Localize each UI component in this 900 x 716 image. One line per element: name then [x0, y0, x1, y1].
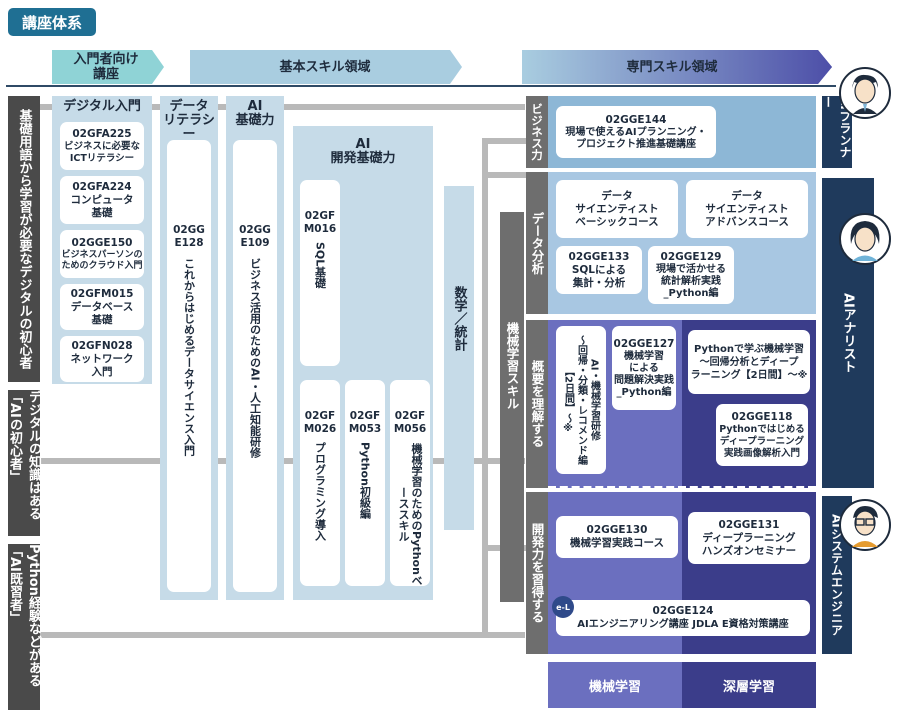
ml-skill-bar: 機械学習スキル	[500, 212, 524, 602]
course-card[interactable]: 02GFA225 ビジネスに必要な ICTリテラシー	[60, 122, 144, 170]
course-card-python-dl[interactable]: Pythonで学ぶ機械学習 〜回帰分析とディープ ラーニング【2日間】〜※	[688, 330, 810, 394]
tab-ai-experienced: Python経験などがある「AI既習者」	[7, 544, 41, 710]
connector-line	[482, 172, 526, 178]
course-card[interactable]: 02GGE150 ビジネスパーソンの ためのクラウド入門	[60, 230, 144, 278]
course-card-e130[interactable]: 02GGE130 機械学習実践コース	[556, 516, 678, 558]
connector-line	[482, 138, 526, 144]
header-divider	[6, 85, 836, 87]
page-title: 講座体系	[8, 8, 96, 36]
ai-dev-title: AI 開発基礎力	[330, 137, 396, 166]
dev-label: 開発力を習得する	[526, 492, 548, 654]
engineer-avatar-icon	[839, 499, 891, 551]
course-card-m026[interactable]: 02GF M026 プログラミング導入	[300, 380, 340, 586]
course-card-ai-ml[interactable]: AI・機械学習研修 〜回帰・分類・レコメンド編 【2日間】〜※	[556, 326, 606, 474]
business-label: ビジネス力	[526, 96, 548, 168]
specialist-header: 専門スキル領域	[626, 59, 718, 75]
ml-footer: 機械学習	[548, 662, 682, 708]
course-card[interactable]: 02GFA224 コンピュータ 基礎	[60, 176, 144, 224]
course-card-m053[interactable]: 02GF M053 Python初級編	[345, 380, 385, 586]
data-analysis-label: データ分析	[526, 172, 548, 314]
basic-header-arrow	[190, 50, 462, 84]
course-card-e128[interactable]: 02GG E128 これからはじめるデータサイエンス入門	[167, 140, 211, 592]
tab-beginner: 基礎用語から学習が必要なデジタルの初心者	[8, 96, 40, 382]
tab-ai-beginner: デジタルの知識はある「AIの初心者」	[7, 390, 41, 536]
math-stats-bar: 数学／統計	[444, 186, 474, 530]
entry-header: 入門者向け 講座	[73, 52, 139, 82]
entry-header-arrow	[52, 50, 164, 84]
course-card-e127[interactable]: 02GGE127 機械学習 による 問題解決実践 _Python編	[612, 326, 676, 410]
section-divider	[548, 486, 816, 490]
course-card-e109[interactable]: 02GG E109 ビジネス活用のためのAI・人工知能研修	[233, 140, 277, 592]
data-literacy-title: データ リテラシー	[163, 99, 215, 142]
course-card-e144[interactable]: 02GGE144 現場で使えるAIプランニング・ プロジェクト推進基礎講座	[556, 106, 716, 158]
planner-avatar-icon	[839, 67, 891, 119]
connector-line	[40, 632, 525, 638]
connector-line	[482, 138, 488, 638]
course-card-e133[interactable]: 02GGE133 SQLによる 集計・分析	[556, 246, 642, 294]
elearning-badge: e-L	[552, 596, 574, 618]
dl-footer: 深層学習	[682, 662, 816, 708]
course-card-e129[interactable]: 02GGE129 現場で活かせる 統計解析実践 _Python編	[648, 246, 734, 304]
analyst-avatar-icon	[839, 213, 891, 265]
overview-label: 概要を理解する	[526, 320, 548, 488]
header-arrows	[52, 50, 832, 84]
basic-header: 基本スキル領域	[279, 59, 371, 75]
digital-intro-list: 02GFA225 ビジネスに必要な ICTリテラシー 02GFA224 コンピュ…	[60, 122, 144, 382]
course-card-e131[interactable]: 02GGE131 ディープラーニング ハンズオンセミナー	[688, 512, 810, 564]
course-card-m056[interactable]: 02GF M056 機械学習のためのPythonベーススキル	[390, 380, 430, 586]
course-card-ds-advanced[interactable]: データ サイエンティスト アドバンスコース	[686, 180, 808, 238]
digital-intro-title: デジタル入門	[63, 99, 141, 114]
course-card[interactable]: 02GFM015 データベース 基礎	[60, 284, 144, 330]
course-card-ds-basic[interactable]: データ サイエンティスト ベーシックコース	[556, 180, 678, 238]
course-card-m016[interactable]: 02GF M016 SQL基礎	[300, 180, 340, 366]
course-card-e124[interactable]: 02GGE124 AIエンジニアリング講座 JDLA E資格対策講座	[556, 600, 810, 636]
ai-basics-title: AI 基礎力	[235, 99, 275, 128]
course-card[interactable]: 02GFN028 ネットワーク 入門	[60, 336, 144, 382]
course-card-e118[interactable]: 02GGE118 Pythonではじめる ディープラーニング 実践画像解析入門	[716, 404, 808, 466]
